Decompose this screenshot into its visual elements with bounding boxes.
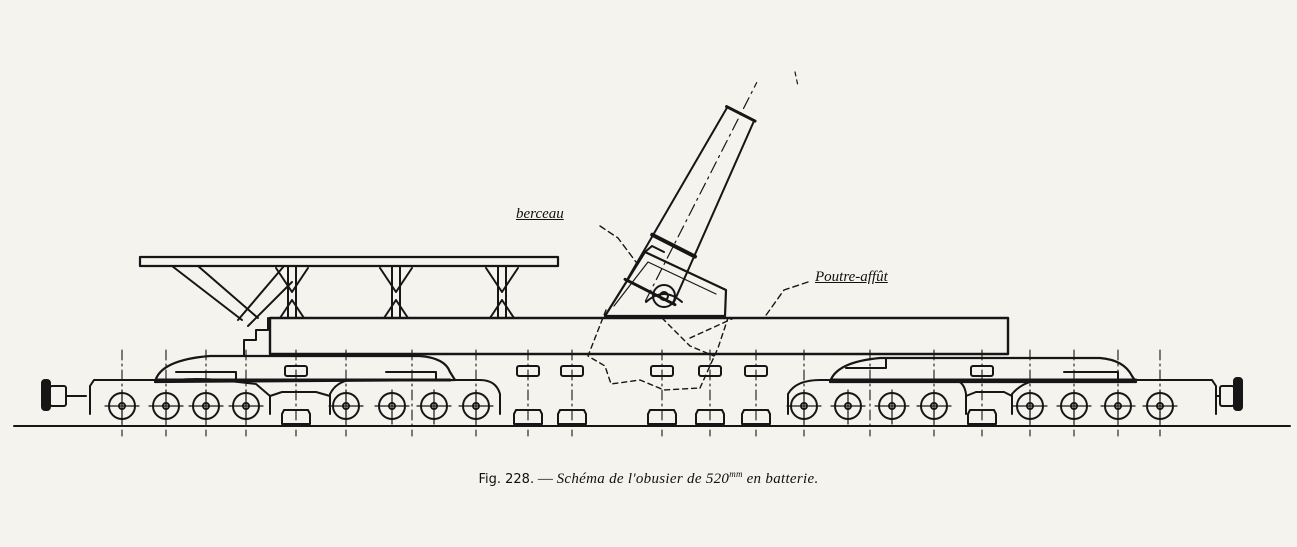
caption-text-end: en batterie.: [746, 471, 819, 487]
upper-platform: [138, 255, 560, 357]
caption-unit: mm: [729, 469, 743, 479]
left-bogie: [41, 354, 501, 415]
label-cradle: berceau: [516, 206, 564, 222]
caption-text: Schéma de l'obusier de 520: [556, 471, 730, 487]
wheel-icon: [416, 389, 452, 425]
carriage-beam: [268, 316, 1010, 356]
wheel-icon: [374, 389, 410, 425]
leader-lines: [599, 225, 809, 319]
caption-figure-number: Fig. 228.: [478, 472, 535, 487]
wheel-icon: [830, 389, 866, 425]
wheel-set: [104, 389, 1178, 425]
caption-dash: —: [537, 471, 553, 487]
jack-pads: [281, 365, 997, 425]
wheel-icon: [874, 389, 910, 425]
figure-caption: Fig. 228. — Schéma de l'obusier de 520mm…: [0, 469, 1297, 488]
cradle: [603, 245, 728, 318]
axle-centrelines: [121, 349, 1161, 437]
recoil-outline: [587, 309, 735, 391]
howitzer-barrel: [623, 82, 758, 307]
label-carriage-beam: Poutre-affût: [815, 269, 888, 285]
